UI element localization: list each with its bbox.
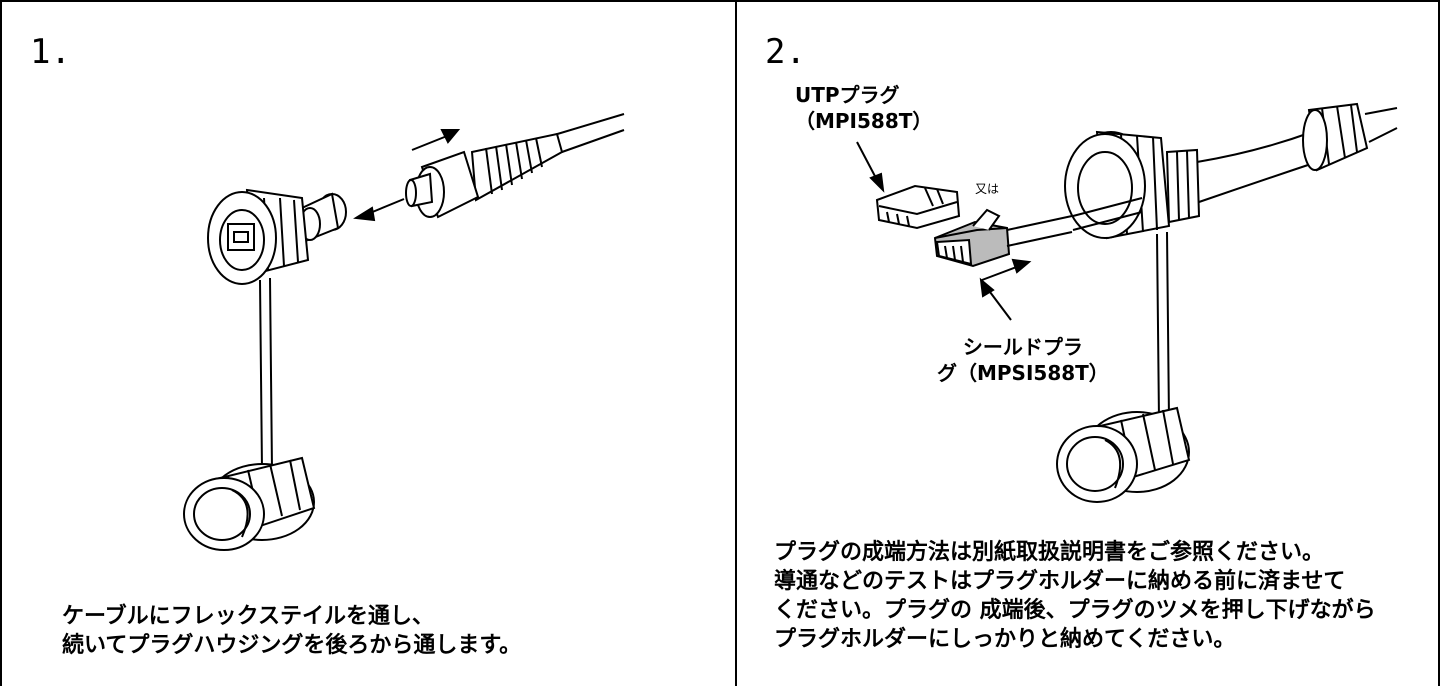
utp-plug-label: UTPプラグ （MPI588T）: [795, 82, 932, 134]
lanyard-strap: [259, 277, 273, 471]
caption-line: プラグホルダーにしっかりと納めてください。: [774, 627, 1236, 652]
caption-line: プラグの成端方法は別紙取扱説明書をご参照ください。: [774, 540, 1325, 565]
caption-line: ください。プラグの 成端後、プラグのツメを押し下げながら: [774, 598, 1376, 623]
shield-plug-label: シールドプラ グ（MPSI588T）: [937, 334, 1109, 386]
plug-holder: [1064, 130, 1201, 240]
label-line: シールドプラ: [962, 335, 1083, 359]
caption-line: 導通などのテストはプラグホルダーに納める前に済ませて: [774, 569, 1346, 594]
or-text: 又は: [975, 182, 1000, 196]
receptacle: [207, 188, 310, 285]
step-2-caption: プラグの成端方法は別紙取扱説明書をご参照ください。 導通などのテストはプラグホル…: [774, 538, 1376, 654]
step-2-panel: 2. UTPプラグ （MPI588T） 又は シールドプラ グ（MPSI588T…: [735, 0, 1440, 686]
caption-line: 続いてプラグハウジングを後ろから通します。: [62, 633, 522, 658]
cap: [1056, 406, 1191, 503]
plug-termination-illustration: [856, 102, 1398, 503]
shield-plug: [933, 208, 1011, 268]
lanyard-strap: [1156, 231, 1170, 421]
far-nut: [1302, 102, 1398, 172]
label-line: UTPプラグ: [795, 83, 900, 107]
utp-plug: [875, 184, 961, 230]
step-1-caption: ケーブルにフレックステイルを通し、 続いてプラグハウジングを後ろから通します。: [62, 602, 521, 660]
caption-line: ケーブルにフレックステイルを通し、: [62, 604, 435, 629]
move-arrows: [353, 129, 461, 222]
step-1-number: 1.: [30, 32, 71, 72]
cable-threading-illustration: [183, 113, 625, 551]
cap: [183, 456, 316, 551]
label-line: （MPI588T）: [795, 109, 933, 133]
step-2-number: 2.: [765, 32, 806, 72]
label-line: グ（MPSI588T）: [937, 361, 1109, 385]
step-1-panel: 1.: [0, 0, 737, 686]
